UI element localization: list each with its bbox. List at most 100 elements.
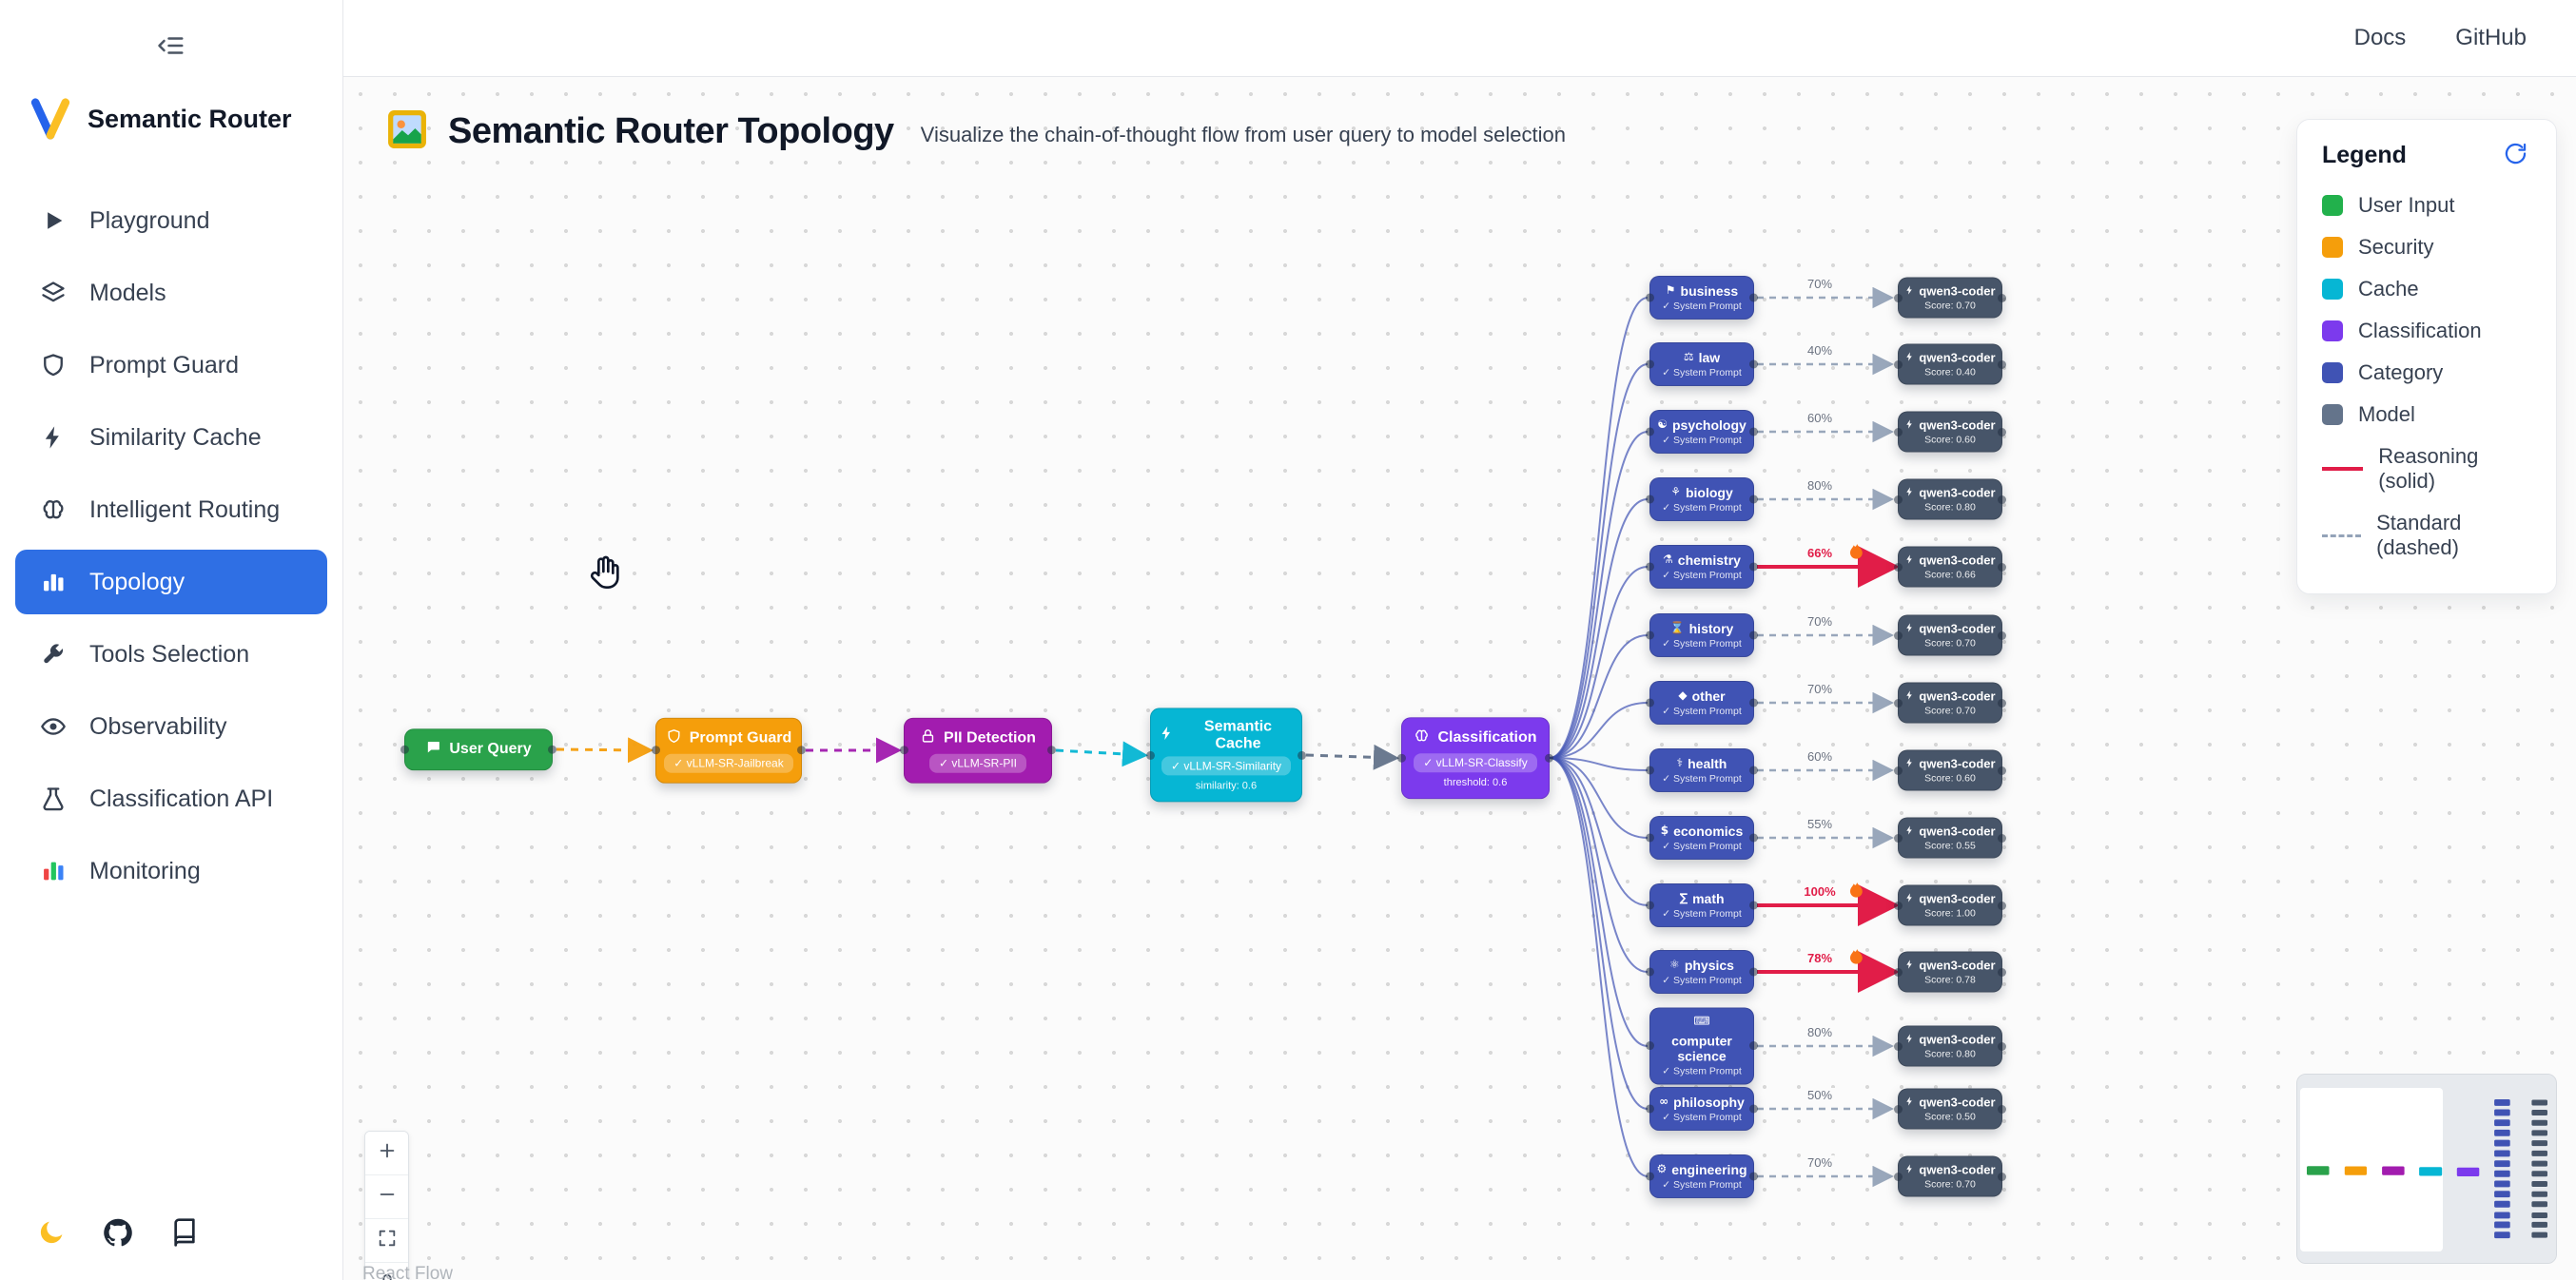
sidebar-item-models[interactable]: Models xyxy=(15,261,327,325)
category-node-other[interactable]: ◆other✓ System Prompt xyxy=(1649,680,1754,726)
category-node-history[interactable]: ⌛history✓ System Prompt xyxy=(1649,612,1754,658)
sidebar-item-classification-api[interactable]: Classification API xyxy=(15,766,327,831)
model-score: Score: 0.60 xyxy=(1924,434,1976,446)
edge-label-history: 70% xyxy=(1807,614,1832,629)
chart-icon xyxy=(38,567,68,597)
chat-icon xyxy=(425,739,441,760)
github-icon[interactable] xyxy=(99,1213,137,1251)
fit-view-button[interactable] xyxy=(365,1219,408,1263)
edge-label-engineering: 70% xyxy=(1807,1155,1832,1170)
topbar-link-docs[interactable]: Docs xyxy=(2353,25,2407,50)
node-prompt-guard[interactable]: Prompt Guard✓ vLLM-SR-Jailbreak xyxy=(655,717,802,784)
category-name: business xyxy=(1680,282,1739,299)
category-node-economics[interactable]: $economics✓ System Prompt xyxy=(1649,815,1754,861)
sidebar-item-tools-selection[interactable]: Tools Selection xyxy=(15,622,327,687)
sidebar-item-playground[interactable]: Playground xyxy=(15,188,327,253)
flow-canvas[interactable]: Semantic Router Topology Visualize the c… xyxy=(343,77,2576,1280)
zoom-in-icon xyxy=(377,1140,398,1166)
legend-label: Category xyxy=(2358,360,2444,384)
app-logo[interactable]: Semantic Router xyxy=(0,68,342,148)
category-icon: ⚙ xyxy=(1656,1162,1668,1176)
category-node-law[interactable]: ⚖law✓ System Prompt xyxy=(1649,341,1754,387)
flow-edge xyxy=(1549,498,1649,759)
node-badge: ✓ vLLM-SR-Similarity xyxy=(1161,756,1292,776)
edge-label-health: 60% xyxy=(1807,749,1832,764)
flow-edge xyxy=(1549,757,1649,1177)
category-node-business[interactable]: ⚑business✓ System Prompt xyxy=(1649,275,1754,320)
category-name: law xyxy=(1698,349,1721,365)
category-node-health[interactable]: ⚕health✓ System Prompt xyxy=(1649,747,1754,793)
model-name: qwen3-coder xyxy=(1919,283,1996,299)
legend-label: User Input xyxy=(2358,193,2455,217)
category-node-philosophy[interactable]: ∞philosophy✓ System Prompt xyxy=(1649,1086,1754,1132)
category-node-engineering[interactable]: ⚙engineering✓ System Prompt xyxy=(1649,1154,1754,1199)
reactflow-attribution[interactable]: React Flow xyxy=(362,1264,454,1280)
sidebar-item-label: Prompt Guard xyxy=(89,351,240,378)
sidebar-collapse-button[interactable] xyxy=(150,27,192,68)
category-node-chemistry[interactable]: ⚗chemistry✓ System Prompt xyxy=(1649,544,1754,590)
legend-label: Model xyxy=(2358,402,2415,426)
category-name: philosophy xyxy=(1673,1094,1745,1110)
sidebar-item-monitoring[interactable]: Monitoring xyxy=(15,839,327,903)
model-name: qwen3-coder xyxy=(1919,891,1996,906)
refresh-icon[interactable] xyxy=(2503,141,2531,169)
node-user-query[interactable]: User Query xyxy=(404,728,553,770)
moon-icon[interactable] xyxy=(32,1213,70,1251)
zoom-in-button[interactable] xyxy=(365,1132,408,1175)
category-node-math[interactable]: ∑math✓ System Prompt xyxy=(1649,882,1754,928)
sidebar-item-intelligent-routing[interactable]: Intelligent Routing xyxy=(15,477,327,542)
model-name: qwen3-coder xyxy=(1919,553,1996,568)
bolt-icon xyxy=(1904,959,1915,973)
lock-button[interactable] xyxy=(365,1263,408,1280)
sidebar-item-prompt-guard[interactable]: Prompt Guard xyxy=(15,333,327,398)
sidebar-item-observability[interactable]: Observability xyxy=(15,694,327,759)
category-node-psychology[interactable]: ☯psychology✓ System Prompt xyxy=(1649,409,1754,455)
category-subtitle: ✓ System Prompt xyxy=(1662,1112,1742,1124)
model-score: Score: 0.70 xyxy=(1924,637,1976,650)
category-icon: ⚕ xyxy=(1676,756,1684,770)
legend-label: Cache xyxy=(2358,277,2419,301)
book-icon[interactable] xyxy=(166,1213,204,1251)
topbar-link-github[interactable]: GitHub xyxy=(2455,25,2527,50)
legend-item-classification: Classification xyxy=(2322,310,2531,352)
node-title: Prompt Guard xyxy=(689,729,792,747)
category-subtitle: ✓ System Prompt xyxy=(1662,975,1742,987)
flask-icon xyxy=(38,784,68,814)
category-node-computer-science[interactable]: ⌨computer science✓ System Prompt xyxy=(1649,1007,1754,1085)
node-pii-detection[interactable]: PII Detection✓ vLLM-SR-PII xyxy=(904,717,1052,784)
sidebar-item-topology[interactable]: Topology xyxy=(15,550,327,614)
flow-edge xyxy=(1549,757,1649,839)
flow-edge xyxy=(1549,757,1649,1047)
category-node-physics[interactable]: ⚛physics✓ System Prompt xyxy=(1649,949,1754,995)
flow-minimap[interactable] xyxy=(2296,1074,2557,1264)
flow-controls xyxy=(364,1131,409,1280)
zoom-out-button[interactable] xyxy=(365,1175,408,1219)
legend-line-sample xyxy=(2322,533,2362,537)
sidebar-item-label: Models xyxy=(89,279,166,306)
model-score: Score: 0.40 xyxy=(1924,366,1976,378)
lock-icon xyxy=(377,1272,398,1280)
category-name: math xyxy=(1692,890,1725,906)
model-name: qwen3-coder xyxy=(1919,958,1996,973)
category-node-biology[interactable]: ⚘biology✓ System Prompt xyxy=(1649,476,1754,522)
sidebar-item-similarity-cache[interactable]: Similarity Cache xyxy=(15,405,327,470)
category-subtitle: ✓ System Prompt xyxy=(1662,773,1742,785)
flow-edge xyxy=(1549,702,1649,759)
